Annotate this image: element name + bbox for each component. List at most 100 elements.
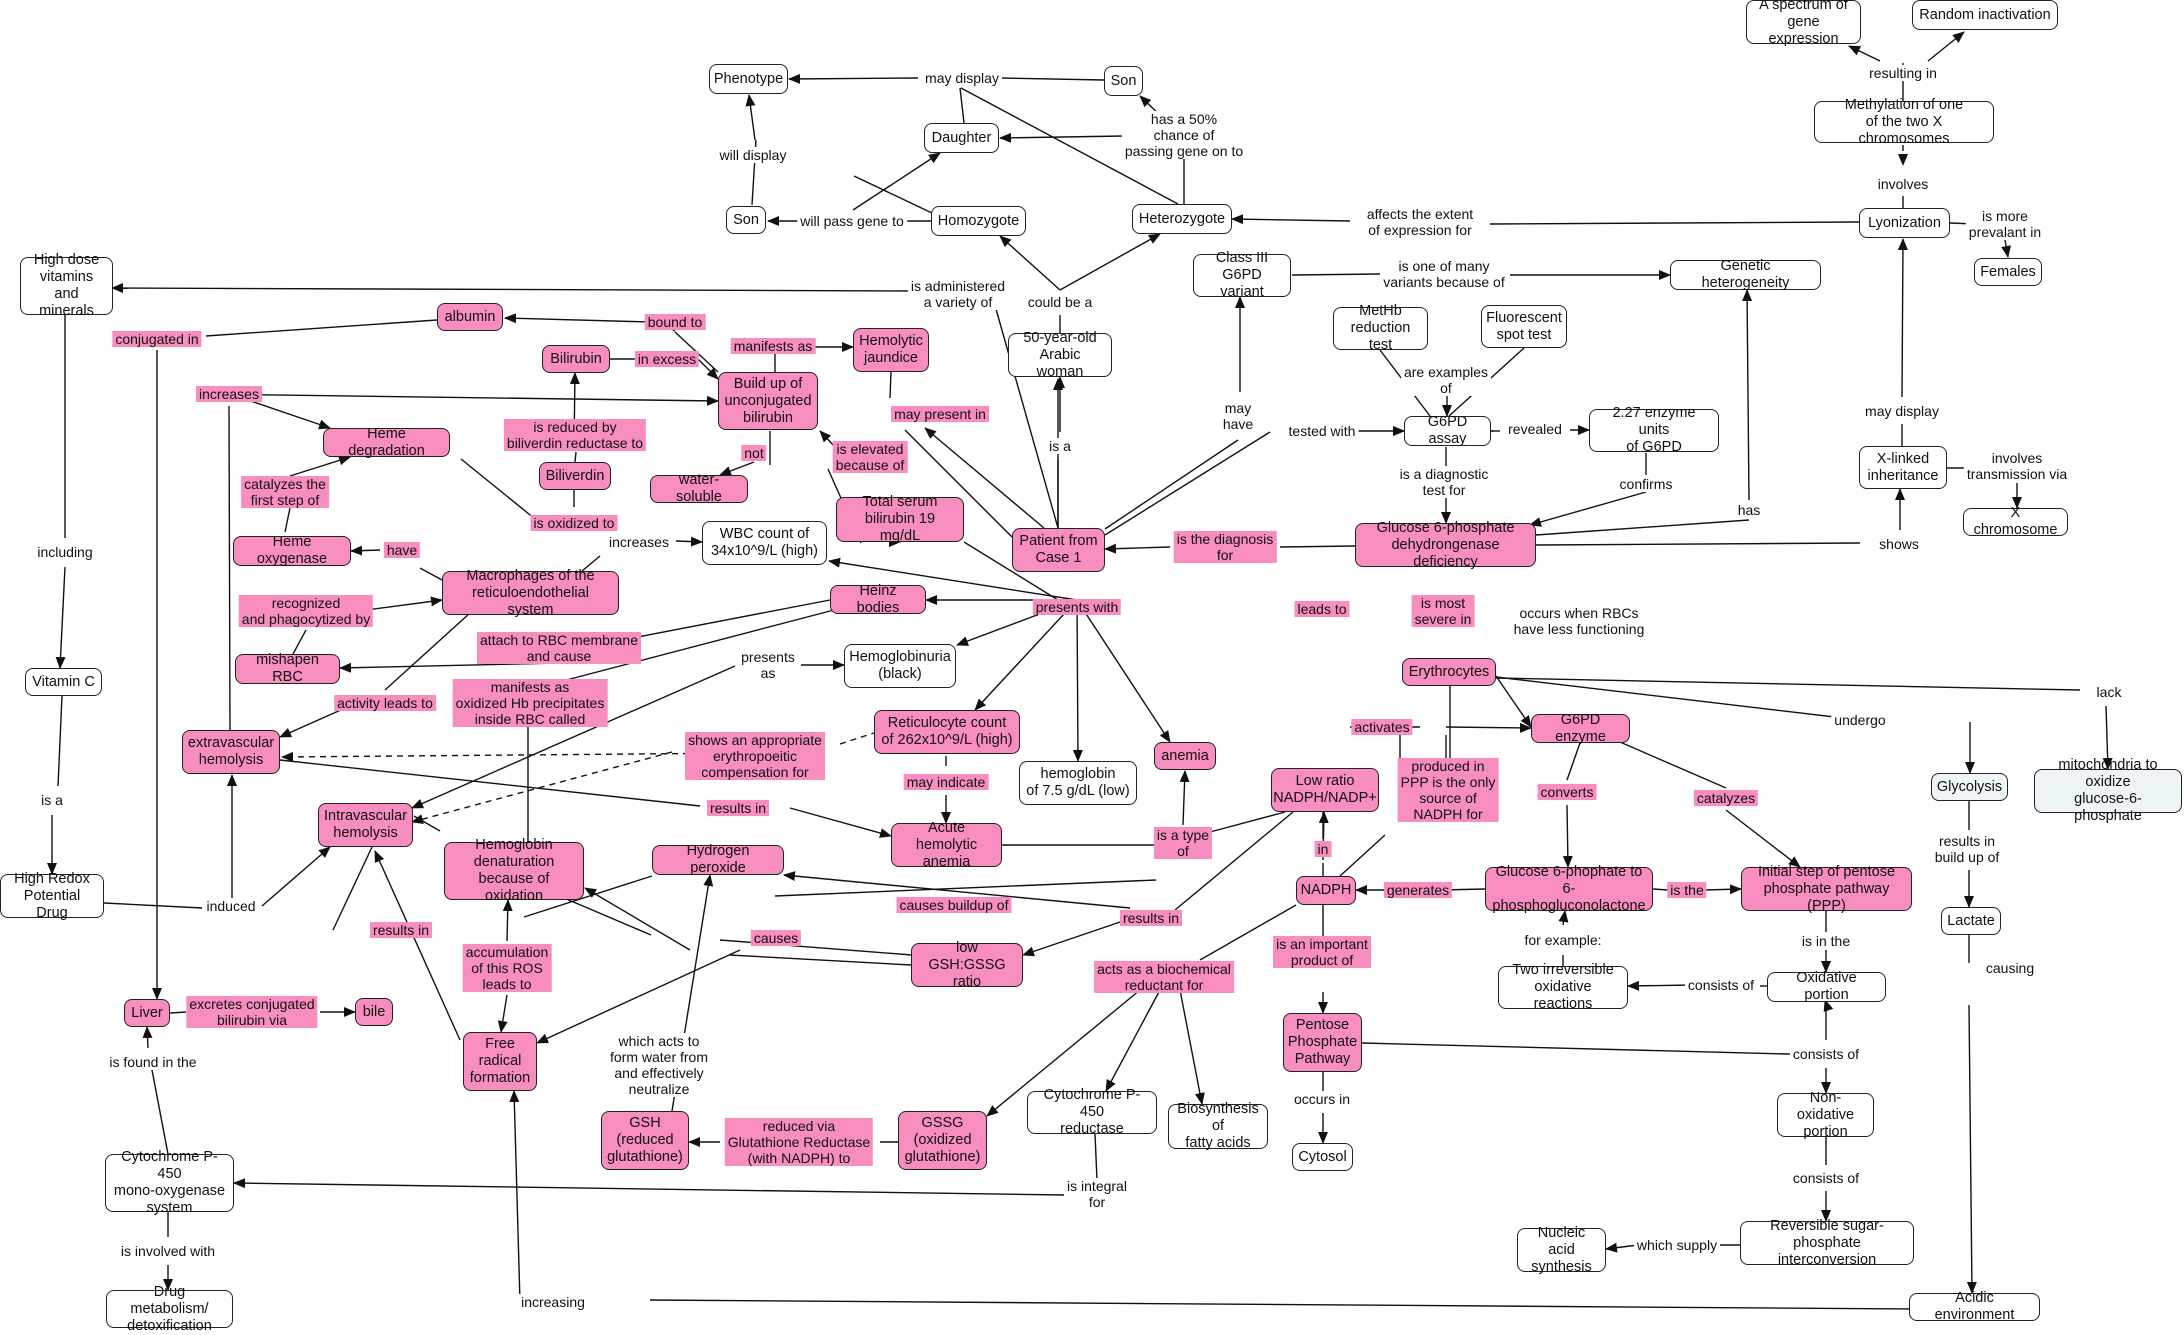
- node-g6pd-deficiency[interactable]: Glucose 6-phosphate dehydrongenase defic…: [1355, 520, 1536, 570]
- node-high-dose[interactable]: High dose vitamins and minerals: [20, 252, 113, 319]
- node-non-oxidative[interactable]: Non-oxidative portion: [1777, 1090, 1874, 1140]
- node-reticulocyte[interactable]: Reticulocyte count of 262x10^9/L (high): [874, 710, 1020, 754]
- node-genetic-heterogeneity[interactable]: Genetic heterogeneity: [1670, 258, 1821, 291]
- node-heme-degradation[interactable]: Heme degradation: [323, 426, 450, 459]
- connector-line: [111, 283, 919, 294]
- node-buildup[interactable]: Build up of unconjugated bilirubin: [718, 372, 818, 430]
- node-g6pd-enzyme[interactable]: G6PD enzyme: [1531, 712, 1630, 745]
- node-ppp[interactable]: Pentose Phosphate Pathway: [1283, 1013, 1362, 1072]
- node-total-bilirubin[interactable]: Total serum bilirubin 19 mg/dL: [836, 494, 964, 544]
- node-heinz-bodies[interactable]: Heinz bodies: [830, 583, 926, 616]
- node-extravascular[interactable]: extravascular hemolysis: [182, 730, 280, 774]
- node-heterozygote[interactable]: Heterozygote: [1132, 204, 1232, 234]
- connector-line: [460, 458, 541, 524]
- node-hemolytic-jaundice[interactable]: Hemolytic jaundice: [853, 328, 929, 372]
- link-label: is administered a variety of: [907, 278, 1009, 310]
- node-liver[interactable]: Liver: [124, 999, 170, 1027]
- link-label: is a type of: [1153, 827, 1213, 859]
- node-free-radical[interactable]: Free radical formation: [463, 1032, 537, 1091]
- connector-line: [413, 815, 441, 832]
- node-cyp-reductase[interactable]: Cytochrome P-450 reductase: [1027, 1087, 1157, 1137]
- node-g6p-conversion[interactable]: Glucose 6-phophate to 6-phosphogluconola…: [1485, 864, 1653, 914]
- link-label: consists of: [1789, 1046, 1863, 1062]
- connector-line: [292, 629, 307, 655]
- node-methb[interactable]: MetHb reduction test: [1333, 303, 1428, 353]
- node-gssg[interactable]: GSSG (oxidized glutathione): [898, 1111, 987, 1170]
- node-lactate[interactable]: Lactate: [1941, 907, 2001, 935]
- node-cytosol[interactable]: Cytosol: [1292, 1143, 1353, 1171]
- node-mishapen-rbc[interactable]: mishapen RBC: [235, 652, 340, 685]
- connector-line: [1174, 811, 1294, 911]
- node-homozygote[interactable]: Homozygote: [931, 206, 1026, 236]
- node-fluorescent[interactable]: Fluorescent spot test: [1481, 305, 1567, 348]
- link-label: occurs in: [1290, 1091, 1354, 1107]
- node-class3[interactable]: Class III G6PD variant: [1193, 250, 1291, 300]
- node-acidic[interactable]: Acidic environment: [1909, 1290, 2040, 1323]
- connector-line: [169, 1011, 187, 1014]
- node-patient[interactable]: Patient from Case 1: [1012, 528, 1105, 572]
- node-two-irreversible[interactable]: Two irreversible oxidative reactions: [1498, 962, 1628, 1012]
- node-son-top[interactable]: Son: [1104, 66, 1143, 96]
- node-water-soluble[interactable]: water-soluble: [650, 472, 748, 505]
- link-label: undergo: [1831, 712, 1889, 728]
- node-son-left[interactable]: Son: [726, 206, 766, 234]
- node-hydrogen-peroxide[interactable]: Hydrogen peroxide: [652, 843, 784, 876]
- node-macrophages[interactable]: Macrophages of the reticuloendothelial s…: [442, 568, 619, 618]
- connector-line: [502, 899, 513, 942]
- node-hemoglobin-denaturation[interactable]: Hemoglobin denaturation because of oxida…: [444, 837, 584, 904]
- node-methylation[interactable]: Methylation of one of the two X chromoso…: [1814, 97, 1994, 147]
- node-vitamin-c[interactable]: Vitamin C: [25, 668, 102, 696]
- node-biliverdin[interactable]: Biliverdin: [539, 462, 611, 490]
- node-acute-hemolytic-anemia[interactable]: Acute hemolytic anemia: [891, 820, 1002, 870]
- node-drug-metabolism[interactable]: Drug metabolism/ detoxification: [106, 1284, 233, 1334]
- node-fatty-acids[interactable]: Biosynthesis of fatty acids: [1168, 1101, 1268, 1151]
- link-label: induced: [203, 898, 259, 914]
- node-wbc[interactable]: WBC count of 34x10^9/L (high): [702, 521, 827, 565]
- connector-line: [1076, 599, 1171, 743]
- node-females[interactable]: Females: [1974, 258, 2042, 286]
- node-albumin[interactable]: albumin: [437, 303, 503, 331]
- node-daughter[interactable]: Daughter: [924, 123, 999, 153]
- node-anemia[interactable]: anemia: [1154, 742, 1216, 770]
- node-high-redox[interactable]: High Redox Potential Drug: [0, 871, 104, 921]
- node-intravascular[interactable]: Intravascular hemolysis: [318, 803, 413, 847]
- node-initial-ppp[interactable]: Initial step of pentose phosphate pathwa…: [1741, 864, 1912, 914]
- node-heme-oxygenase[interactable]: Heme oxygenase: [233, 534, 351, 567]
- node-nadph[interactable]: NADPH: [1296, 876, 1356, 905]
- link-label: manifests as oxidized Hb precipitates in…: [452, 679, 608, 727]
- connector-line: [1199, 904, 1297, 961]
- node-low-ratio[interactable]: Low ratio NADPH/NADP+: [1271, 768, 1379, 812]
- node-hemoglobin[interactable]: hemoglobin of 7.5 g/dL (low): [1019, 761, 1137, 805]
- node-spectrum[interactable]: A spectrum of gene expression: [1746, 0, 1861, 47]
- link-label: results in: [369, 922, 433, 938]
- node-hemoglobinuria[interactable]: Hemoglobinuria (black): [844, 644, 956, 688]
- node-enzyme-units[interactable]: 2.27 enzyme units of G6PD: [1589, 405, 1719, 455]
- link-label: is most severe in: [1411, 595, 1475, 627]
- node-arabic-woman[interactable]: 50-year-old Arabic woman: [1008, 330, 1112, 380]
- node-lyonization[interactable]: Lyonization: [1859, 208, 1950, 238]
- link-label: resulting in: [1866, 65, 1940, 81]
- node-phenotype[interactable]: Phenotype: [709, 64, 788, 94]
- node-erythrocytes[interactable]: Erythrocytes: [1402, 658, 1496, 686]
- link-label: increasing: [518, 1294, 588, 1310]
- node-g6pd-assay[interactable]: G6PD assay: [1404, 414, 1491, 447]
- node-random-inactivation[interactable]: Random inactivation: [1912, 0, 2058, 30]
- link-label: which supply: [1633, 1237, 1721, 1253]
- node-gsh[interactable]: GSH (reduced glutathione): [601, 1111, 689, 1170]
- node-reversible[interactable]: Reversible sugar- phosphate interconvers…: [1740, 1218, 1914, 1268]
- node-bile[interactable]: bile: [355, 998, 393, 1026]
- node-nucleic-acid[interactable]: Nucleic acid synthesis: [1517, 1225, 1606, 1275]
- link-label: may present in: [891, 406, 989, 422]
- node-glycolysis[interactable]: Glycolysis: [1931, 773, 2008, 801]
- connector-line: [497, 994, 508, 1033]
- node-x-chromosome[interactable]: X chromosome: [1963, 505, 2068, 538]
- link-label: causes buildup of: [896, 897, 1012, 913]
- node-low-gsh[interactable]: low GSH:GSSG ratio: [911, 940, 1023, 990]
- node-bilirubin[interactable]: Bilirubin: [542, 345, 610, 373]
- connector-line: [509, 1090, 521, 1303]
- node-mitochondria[interactable]: mitochondria to oxidize glucose-6-phosph…: [2034, 757, 2182, 824]
- node-oxidative-portion[interactable]: Oxidative portion: [1767, 970, 1886, 1003]
- node-xlinked[interactable]: X-linked inheritance: [1859, 446, 1947, 489]
- node-cyp450[interactable]: Cytochrome P-450 mono-oxygenase system: [105, 1149, 234, 1216]
